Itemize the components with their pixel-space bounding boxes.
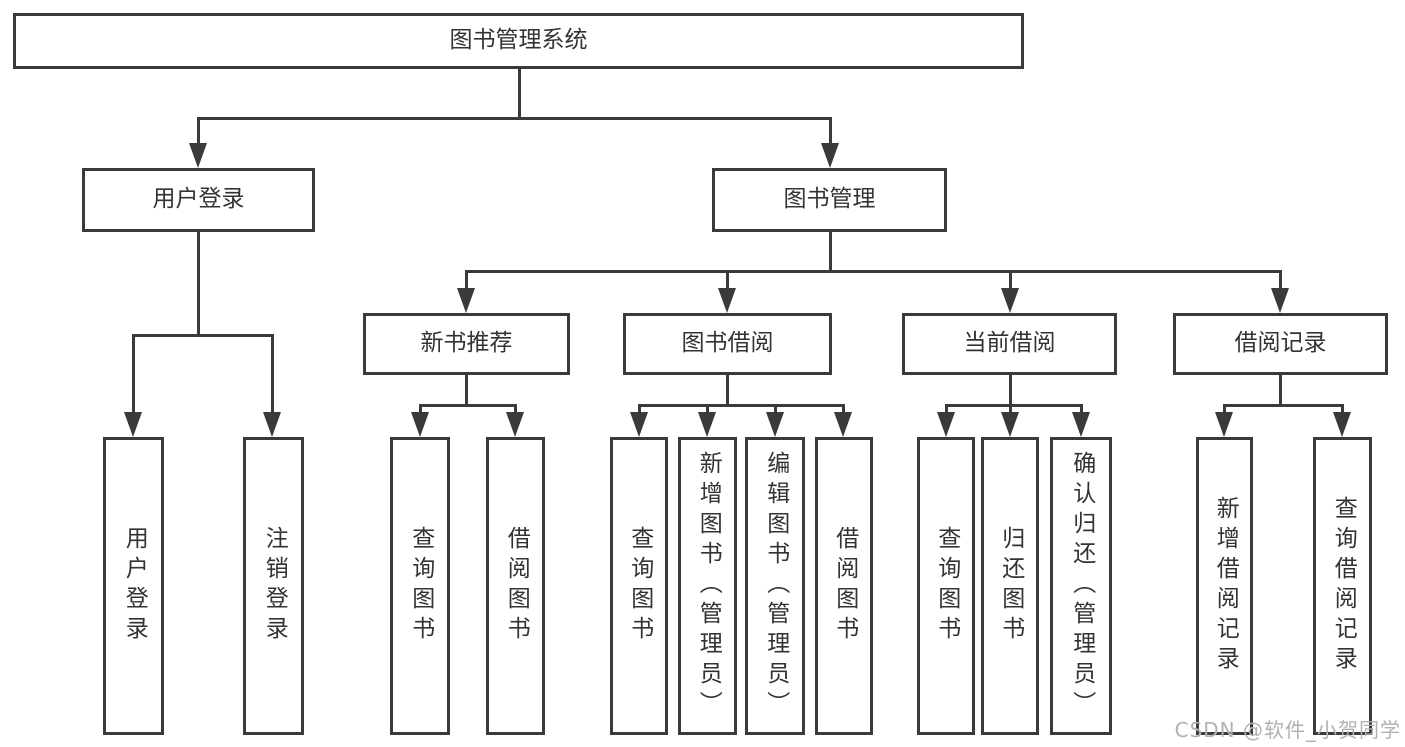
arrowhead-down-icon (718, 288, 736, 313)
leaf-borrow-book-1-label: 借阅图书 (503, 526, 530, 646)
leaf-return-book: 归还图书 (981, 437, 1039, 735)
leaf-add-borrow-record-label: 新增借阅记录 (1212, 496, 1239, 676)
connector-line (1222, 403, 1344, 407)
node-book-borrowing-label: 图书借阅 (681, 330, 774, 357)
leaf-query-borrow-record-label: 查询借阅记录 (1330, 496, 1357, 676)
node-new-book-recommend-label: 新书推荐 (420, 330, 513, 357)
connector-line (705, 405, 709, 415)
connector-line (944, 403, 1083, 407)
connector-line (1278, 375, 1282, 407)
arrowhead-down-icon (821, 143, 839, 168)
leaf-add-book-admin: 新增图书（管理员） (678, 437, 737, 735)
connector-line (513, 405, 517, 415)
connector-line (725, 375, 729, 407)
arrowhead-down-icon (506, 412, 524, 437)
arrowhead-down-icon (937, 412, 955, 437)
connector-line (196, 116, 832, 120)
leaf-confirm-return-admin-label: 确认归还（管理员） (1068, 451, 1095, 721)
arrowhead-down-icon (1271, 288, 1289, 313)
connector-line (418, 403, 517, 407)
node-book-management-label: 图书管理 (783, 186, 876, 213)
leaf-confirm-return-admin: 确认归还（管理员） (1050, 437, 1112, 735)
leaf-edit-book-admin-label: 编辑图书（管理员） (762, 451, 789, 721)
arrowhead-down-icon (263, 412, 281, 437)
leaf-user-login: 用户登录 (103, 437, 164, 735)
connector-line (270, 335, 274, 415)
connector-line (1008, 405, 1012, 415)
arrowhead-down-icon (457, 288, 475, 313)
leaf-query-book-3-label: 查询图书 (933, 526, 960, 646)
node-book-management: 图书管理 (712, 168, 947, 232)
node-book-borrowing: 图书借阅 (623, 313, 832, 375)
node-new-book-recommend: 新书推荐 (363, 313, 570, 375)
node-borrowing-records-label: 借阅记录 (1234, 330, 1327, 357)
connector-line (1340, 405, 1344, 415)
arrowhead-down-icon (411, 412, 429, 437)
leaf-logout-login: 注销登录 (243, 437, 304, 735)
connector-line (464, 375, 468, 407)
leaf-logout-login-label: 注销登录 (261, 526, 288, 646)
node-root: 图书管理系统 (13, 13, 1024, 69)
arrowhead-down-icon (1215, 412, 1233, 437)
connector-line (464, 271, 468, 291)
csdn-watermark: CSDN @软件_小贺同学 (1174, 718, 1401, 742)
leaf-return-book-label: 归还图书 (997, 526, 1024, 646)
node-current-borrowing: 当前借阅 (902, 313, 1117, 375)
connector-line (131, 335, 135, 415)
node-current-borrowing-label: 当前借阅 (963, 330, 1056, 357)
leaf-add-book-admin-label: 新增图书（管理员） (695, 451, 722, 721)
connector-line (1008, 271, 1012, 291)
leaf-query-book-1: 查询图书 (390, 437, 450, 735)
node-borrowing-records: 借阅记录 (1173, 313, 1388, 375)
arrowhead-down-icon (834, 412, 852, 437)
leaf-add-borrow-record: 新增借阅记录 (1196, 437, 1253, 735)
connector-line (637, 403, 845, 407)
leaf-query-book-2-label: 查询图书 (626, 526, 653, 646)
connector-line (1008, 375, 1012, 407)
connector-line (773, 405, 777, 415)
leaf-borrow-book-2: 借阅图书 (815, 437, 873, 735)
connector-line (517, 68, 521, 120)
connector-line (841, 405, 845, 415)
node-user-login: 用户登录 (82, 168, 315, 232)
leaf-edit-book-admin: 编辑图书（管理员） (745, 437, 805, 735)
connector-line (418, 405, 422, 415)
connector-line (464, 269, 1282, 273)
connector-line (1079, 405, 1083, 415)
connector-line (131, 333, 274, 337)
connector-line (725, 271, 729, 291)
connector-line (828, 118, 832, 146)
arrowhead-down-icon (1072, 412, 1090, 437)
node-root-label: 图书管理系统 (449, 27, 588, 54)
connector-line (1278, 271, 1282, 291)
connector-line (828, 232, 832, 273)
leaf-query-book-2: 查询图书 (610, 437, 668, 735)
leaf-query-borrow-record: 查询借阅记录 (1313, 437, 1372, 735)
arrowhead-down-icon (1001, 288, 1019, 313)
connector-line (196, 118, 200, 146)
leaf-user-login-label: 用户登录 (121, 526, 148, 646)
leaf-borrow-book-1: 借阅图书 (486, 437, 545, 735)
connector-line (637, 405, 641, 415)
node-user-login-label: 用户登录 (152, 186, 245, 213)
arrowhead-down-icon (698, 412, 716, 437)
arrowhead-down-icon (189, 143, 207, 168)
leaf-query-book-1-label: 查询图书 (407, 526, 434, 646)
arrowhead-down-icon (1001, 412, 1019, 437)
connector-line (1222, 405, 1226, 415)
arrowhead-down-icon (766, 412, 784, 437)
connector-line (944, 405, 948, 415)
arrowhead-down-icon (630, 412, 648, 437)
connector-line (196, 232, 200, 337)
arrowhead-down-icon (1333, 412, 1351, 437)
arrowhead-down-icon (124, 412, 142, 437)
leaf-borrow-book-2-label: 借阅图书 (831, 526, 858, 646)
leaf-query-book-3: 查询图书 (917, 437, 975, 735)
